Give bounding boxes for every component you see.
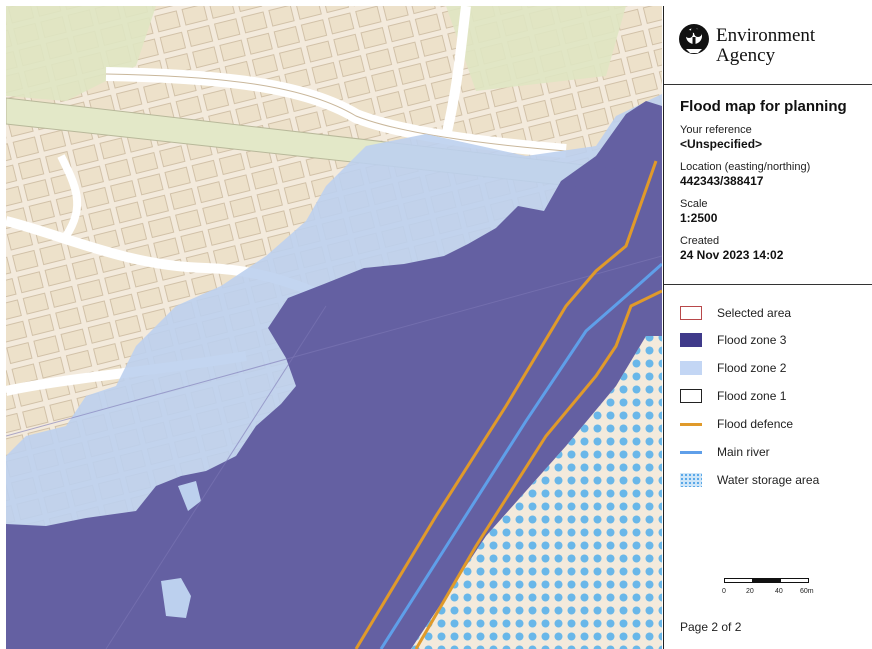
reference-value: <Unspecified> [680,137,763,151]
legend-label: Water storage area [717,473,820,487]
brand-logo: Environment Agency [678,20,868,80]
water-storage-area [411,336,662,649]
panel-title: Flood map for planning [680,98,847,115]
main-river-line [379,262,662,649]
legend-label: Flood zone 1 [717,389,787,403]
scale-label: Scale [680,198,708,210]
green-space-nw [6,6,156,101]
main-river-line-icon [680,451,702,454]
scale-tick-label: 60m [800,588,814,595]
scale-bar: 0 20 40 60m [722,578,814,608]
legend-item-flood-zone-3: Flood zone 3 [680,331,870,351]
reference-label: Your reference [680,124,752,136]
selected-area-swatch-icon [680,306,702,320]
lane-west [57,154,82,239]
legend-item-flood-zone-2: Flood zone 2 [680,359,870,379]
location-label: Location (easting/northing) [680,161,811,173]
legend-label: Main river [717,445,770,459]
scale-bar-segment [780,578,809,583]
legend-item-flood-zone-1: Flood zone 1 [680,387,870,407]
environment-agency-tree-logo-icon [679,24,709,54]
road-north [441,6,471,138]
flood-defence-east [414,289,662,649]
legend-item-selected-area: Selected area [680,304,870,324]
created-label: Created [680,235,720,247]
scale-tick-label: 40 [775,588,783,595]
flood-map[interactable] [6,6,662,649]
scale-tick-label: 0 [722,588,726,595]
info-panel: Environment Agency Flood map for plannin… [663,6,872,649]
flood-zone-2-island [161,578,191,618]
page-number: Page 2 of 2 [680,620,742,634]
legend-item-water-storage-area: Water storage area [680,471,870,491]
scale-bar-segment [752,578,781,583]
legend-label: Flood defence [717,417,794,431]
flood-zone-1-swatch-icon [680,389,702,403]
brand-line-1: Environment [716,25,816,46]
location-value: 442343/388417 [680,174,764,188]
scale-bar-segment [724,578,753,583]
legend-label: Selected area [717,306,792,320]
water-storage-swatch-icon [680,473,702,487]
flood-defence-west [354,160,658,649]
flood-zone-2-swatch-icon [680,361,702,375]
created-value: 24 Nov 2023 14:02 [680,248,784,262]
flood-defence-line-icon [680,423,702,426]
divider-top [664,84,872,85]
legend-item-main-river: Main river [680,443,870,463]
scale-tick-label: 20 [746,588,754,595]
brand-line-2: Agency [716,45,776,66]
legend-label: Flood zone 2 [717,361,787,375]
divider-middle [664,284,872,285]
green-space-ne [446,6,626,91]
flood-zone-3-swatch-icon [680,333,702,347]
legend-label: Flood zone 3 [717,333,787,347]
scale-value: 1:2500 [680,211,718,225]
map-canvas [6,6,662,649]
legend-item-flood-defence: Flood defence [680,415,870,435]
